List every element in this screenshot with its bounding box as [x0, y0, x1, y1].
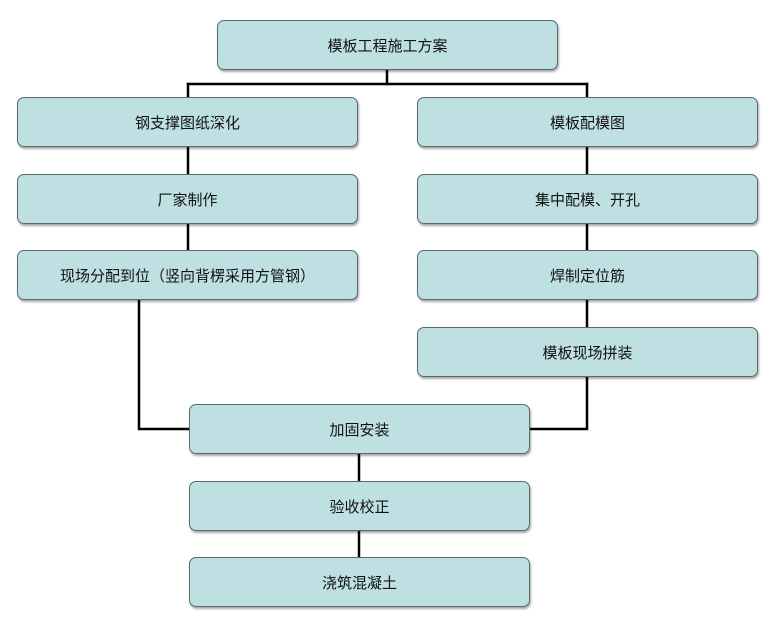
right-step-4-label: 模板现场拼装 — [542, 343, 633, 362]
merge-step-1-label: 加固安装 — [329, 420, 390, 439]
left-step-1-label: 钢支撑图纸深化 — [134, 113, 240, 132]
left-step-1: 钢支撑图纸深化 — [17, 97, 358, 147]
root-node-label: 模板工程施工方案 — [327, 36, 448, 55]
merge-step-2-label: 验收校正 — [329, 497, 390, 516]
merge-step-1: 加固安装 — [189, 404, 530, 454]
connector-left-merge — [137, 298, 191, 431]
right-step-1-label: 模板配模图 — [549, 113, 625, 132]
merge-step-3: 浇筑混凝土 — [189, 557, 530, 607]
right-step-2-label: 集中配模、开孔 — [534, 190, 640, 209]
left-step-3: 现场分配到位（竖向背楞采用方管钢） — [17, 250, 358, 300]
merge-step-3-label: 浇筑混凝土 — [321, 573, 397, 592]
right-step-3-label: 焊制定位筋 — [549, 266, 625, 285]
right-step-2: 集中配模、开孔 — [417, 174, 758, 224]
right-step-1: 模板配模图 — [417, 97, 758, 147]
connector-right-merge — [528, 375, 589, 431]
root-node: 模板工程施工方案 — [217, 20, 558, 70]
left-step-2: 厂家制作 — [17, 174, 358, 224]
left-step-2-label: 厂家制作 — [157, 190, 218, 209]
right-step-4: 模板现场拼装 — [417, 327, 758, 377]
merge-step-2: 验收校正 — [189, 481, 530, 531]
right-step-3: 焊制定位筋 — [417, 250, 758, 300]
left-step-3-label: 现场分配到位（竖向背楞采用方管钢） — [59, 266, 315, 285]
